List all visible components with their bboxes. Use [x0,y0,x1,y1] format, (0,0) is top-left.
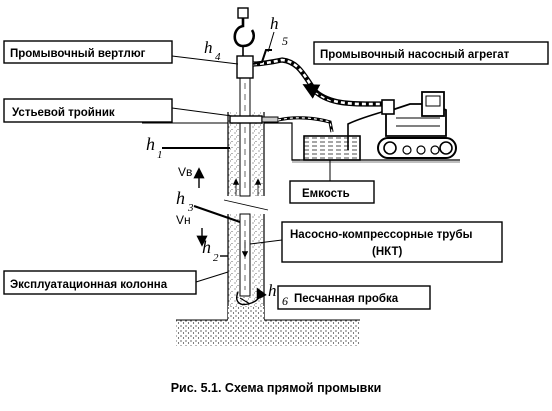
tubing-string [239,61,251,297]
wellhead-tee [229,115,279,124]
flow-arrow [302,84,333,101]
return-hose [277,116,334,133]
svg-text:Песчанная пробка: Песчанная пробка [294,293,399,305]
svg-text:h: h [176,188,185,208]
sand-plug-flow [236,287,267,306]
svg-text:Vн: Vн [176,213,191,227]
svg-text:Vв: Vв [178,165,192,179]
symbol-h5: h 5 [267,14,288,53]
svg-text:h: h [268,281,277,300]
tank [303,135,361,161]
svg-text:4: 4 [215,51,221,63]
svg-text:3: 3 [187,202,194,214]
label-tubing: Насосно-компрессорные трубы (НКТ) [281,221,503,263]
label-swivel: Промывочный вертлюг [3,40,173,64]
symbol-h6: h 6 [268,281,288,308]
label-casing: Эксплуатационная колонна [3,270,197,295]
svg-text:h: h [204,38,213,57]
label-pump-unit: Промывочный насосный агрегат [313,41,549,65]
leader-swivel [171,55,239,65]
swivel-body [236,55,254,79]
svg-text:Промывочный насосный агрегат: Промывочный насосный агрегат [320,49,510,61]
hook [233,7,255,56]
label-sand-plug: Песчанная пробка [277,285,431,310]
svg-text:2: 2 [213,252,219,264]
svg-text:6: 6 [282,294,288,308]
leader-casing [195,271,229,283]
svg-text:Насосно-компрессорные трубы: Насосно-компрессорные трубы [290,229,473,241]
svg-text:h: h [202,237,211,257]
velocity-down-label: Vн [176,213,191,227]
leader-wellhead-tee [171,107,233,117]
annulus-arrows [232,178,262,258]
svg-text:Устьевой тройник: Устьевой тройник [12,107,115,119]
svg-text:h: h [146,134,155,154]
svg-text:Эксплуатационная колонна: Эксплуатационная колонна [10,279,168,291]
svg-text:h: h [270,14,279,33]
symbol-h3: h 3 [176,188,241,223]
symbol-h1: h 1 [146,134,230,161]
symbol-h2: h 2 [202,237,228,264]
casing-break-line [223,199,269,211]
bottom-formation [176,306,360,346]
svg-text:Промывочный вертлюг: Промывочный вертлюг [10,48,146,60]
velocity-up-label: Vв [178,165,192,179]
svg-text:5: 5 [282,34,288,48]
svg-text:(НКТ): (НКТ) [372,246,402,258]
pump-hose [252,57,388,107]
label-tank: Емкость [289,180,375,204]
figure-caption: Рис. 5.1. Схема прямой промывки [171,381,382,395]
sand-plug-curve [239,297,251,305]
leader-tubing [249,239,283,245]
label-wellhead-tee: Устьевой тройник [3,98,173,123]
symbol-h4: h 4 [204,38,221,63]
svg-text:Емкость: Емкость [302,188,350,200]
svg-text:1: 1 [157,149,163,161]
pump-unit-vehicle [377,91,457,159]
